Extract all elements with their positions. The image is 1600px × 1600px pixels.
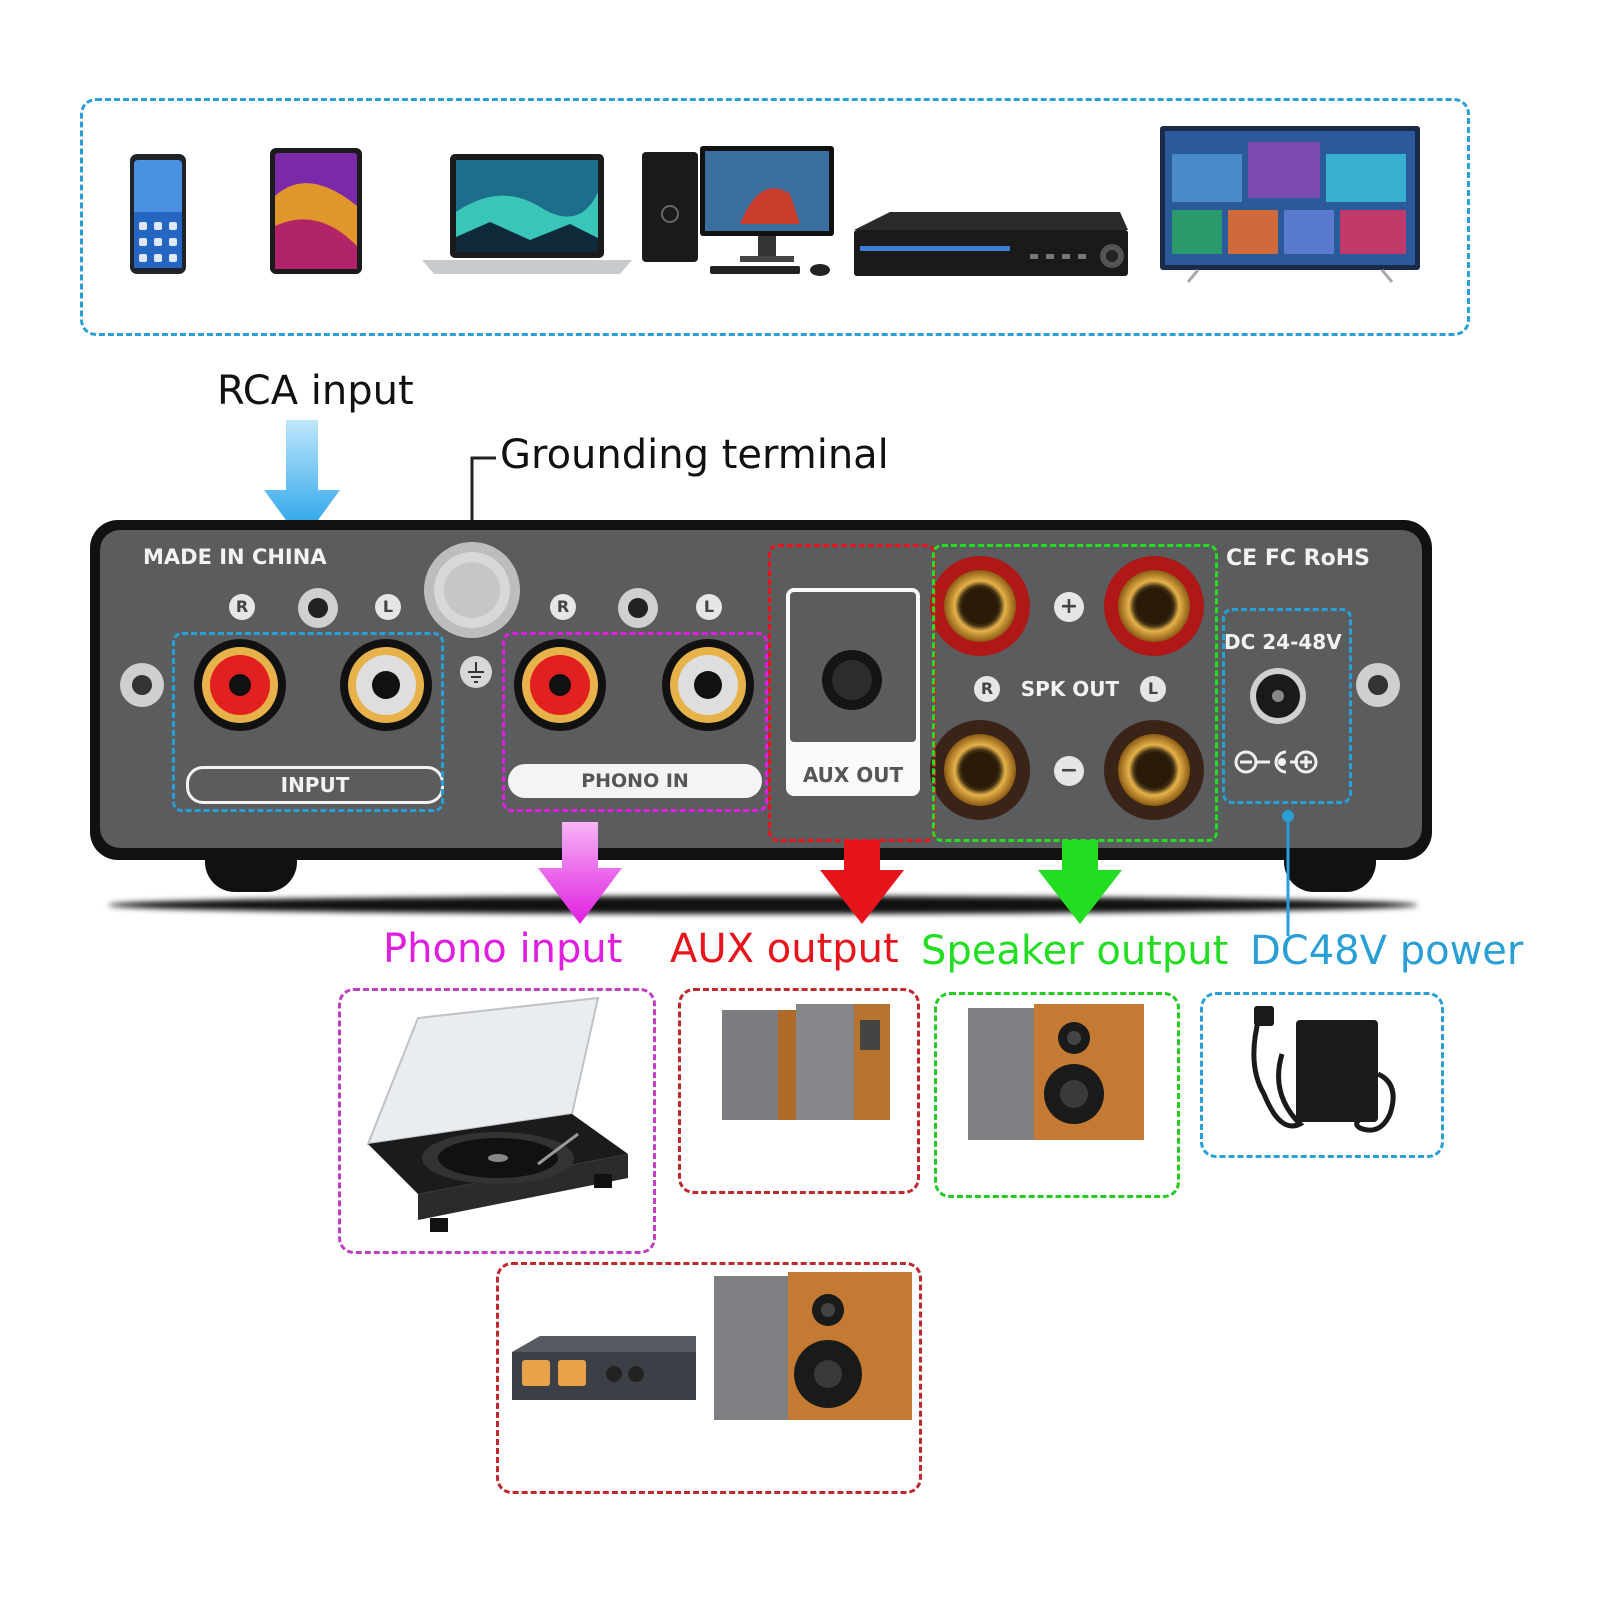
phono-l-marker: L (696, 594, 722, 620)
power-adapter-icon (1240, 1004, 1410, 1146)
made-in-china-text: MADE IN CHINA (143, 545, 327, 569)
power-adapter-box (1200, 992, 1444, 1158)
speaker-arrow (1036, 840, 1124, 926)
phono-highlight (502, 632, 768, 812)
spk-plus-marker: + (1054, 592, 1084, 622)
spk-l-marker: L (1140, 676, 1166, 702)
aux-output-label: AUX output (670, 926, 899, 972)
turntable-box (338, 988, 656, 1254)
aux-arrow (818, 840, 906, 926)
input-r-marker: R (229, 594, 255, 620)
amplifier-shadow (108, 896, 1418, 914)
input-highlight (172, 632, 444, 812)
spk-out-label: SPK OUT (1020, 677, 1120, 701)
dc-voltage-label: DC 24-48V (1224, 630, 1342, 654)
aux-out-label: AUX OUT (802, 763, 904, 787)
tablet-icon (268, 146, 364, 276)
amplifier-with-speaker-icon (510, 1270, 920, 1428)
phono-in-label: PHONO IN (508, 764, 762, 798)
rca-input-arrow (262, 420, 342, 544)
spk-minus-marker: − (1054, 756, 1084, 786)
spk-r-marker: R (974, 676, 1000, 702)
dc-power-label: DC48V power (1250, 928, 1524, 974)
power-leader-line (1278, 808, 1302, 938)
input-label: INPUT (186, 766, 444, 804)
certification-marks: CE FC RoHS (1226, 546, 1370, 571)
grounding-terminal-label: Grounding terminal (500, 432, 889, 478)
aux-highlight (768, 544, 936, 842)
phono-arrow (536, 822, 624, 926)
source-devices-box (80, 98, 1470, 336)
speaker-output-label: Speaker output (921, 928, 1229, 974)
turntable-icon (358, 994, 638, 1244)
dvd-player-icon (850, 208, 1132, 280)
panel-graphics (100, 530, 1422, 848)
smart-tv-icon (1158, 124, 1422, 284)
passive-speaker-icon (966, 1002, 1156, 1142)
smartphone-icon (128, 152, 188, 276)
rca-input-label: RCA input (217, 368, 414, 414)
phono-input-label: Phono input (383, 926, 623, 972)
amplifier-panel-face (100, 530, 1422, 848)
dc-highlight (1222, 608, 1352, 804)
powered-speakers-icon (718, 1000, 898, 1126)
phono-r-marker: R (550, 594, 576, 620)
laptop-icon (420, 152, 634, 278)
amp-speaker-box (496, 1262, 922, 1494)
input-l-marker: L (375, 594, 401, 620)
speaker-highlight (932, 544, 1218, 842)
aux-speakers-box (678, 988, 920, 1194)
desktop-computer-icon (640, 144, 836, 280)
passive-speaker-box (934, 992, 1180, 1198)
